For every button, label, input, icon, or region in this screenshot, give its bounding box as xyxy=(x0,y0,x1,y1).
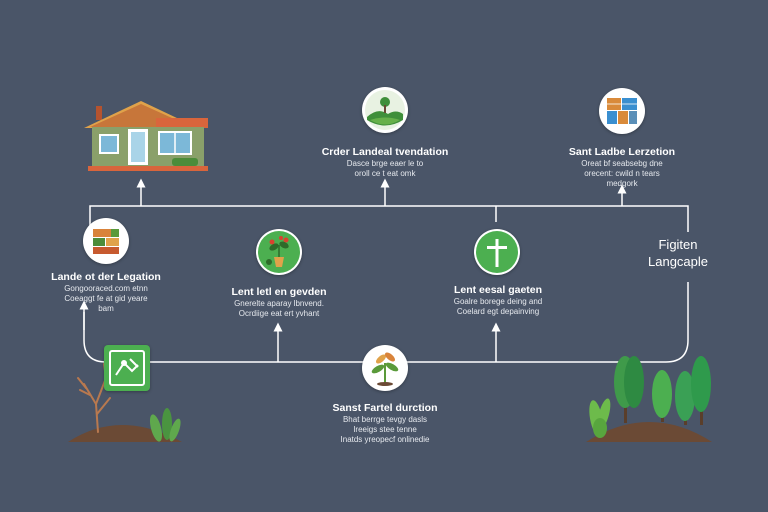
top-right-desc-1: Oreat bf seabsebg dne xyxy=(581,159,663,168)
top-center-desc-1: Dasce brge eaer le to xyxy=(346,159,424,168)
mid-left-desc-2: Coeaggt fe at gid yeare xyxy=(64,294,148,303)
top-right-desc-3: medgork xyxy=(606,179,638,188)
mid-center-right-label: Lent eesal gaeten Goalre borege deing an… xyxy=(418,284,578,317)
mid-left-label: Lande ot der Legation Gongooraced.com et… xyxy=(26,271,186,314)
bottom-center-title: Sanst Fartel durction xyxy=(332,402,438,414)
potted-plant-icon[interactable] xyxy=(256,229,302,275)
mid-center-left-title: Lent letl en gevden xyxy=(231,286,327,298)
top-right-label: Sant Ladbe Lerzetion Oreat bf seabsebg d… xyxy=(542,146,702,189)
house-illustration xyxy=(84,101,208,171)
building-blocks-icon[interactable] xyxy=(599,88,645,134)
map-location-icon[interactable] xyxy=(104,345,150,391)
top-right-desc-2: orecent: cwild n tears xyxy=(584,169,660,178)
right-forest-illustration xyxy=(586,356,712,442)
mid-center-left-desc-2: Ocrdiige eat ert yvhant xyxy=(238,309,320,318)
bottom-center-label: Sanst Fartel durction Bhat berrge tevgy … xyxy=(305,402,465,445)
mid-center-right-title: Lent eesal gaeten xyxy=(453,284,543,296)
mid-left-desc-3: bam xyxy=(98,304,114,313)
sprouting-plant-icon[interactable] xyxy=(362,345,408,391)
side-title: Figiten Langcaple xyxy=(630,236,726,270)
side-title-line-1: Figiten xyxy=(658,237,698,252)
side-title-line-2: Langcaple xyxy=(648,254,708,269)
stacked-boxes-icon[interactable] xyxy=(83,218,129,264)
upper-bus-line xyxy=(89,205,689,232)
top-right-title: Sant Ladbe Lerzetion xyxy=(568,146,676,158)
bottom-center-desc-2: Ireeigs stee tenne xyxy=(353,425,417,434)
mid-left-title: Lande ot der Legation xyxy=(51,271,161,283)
top-center-label: Crder Landeal tvendation Dasce brge eaer… xyxy=(305,146,465,179)
top-center-desc-2: oroll ce t eat omk xyxy=(354,169,416,178)
cross-sign-icon[interactable] xyxy=(474,229,520,275)
bottom-center-desc-1: Bhat berrge tevgy dasls xyxy=(342,415,428,424)
mid-center-left-label: Lent letl en gevden Gnerelte aparay lbnv… xyxy=(199,286,359,319)
mid-center-left-desc-1: Gnerelte aparay lbnvend. xyxy=(234,299,324,308)
top-center-title: Crder Landeal tvendation xyxy=(321,146,449,158)
mid-center-right-desc-2: Coelard egt depainving xyxy=(456,307,540,316)
landscape-hills-icon[interactable] xyxy=(362,87,408,133)
mid-center-right-desc-1: Goalre borege deing and xyxy=(453,297,543,306)
mid-left-desc-1: Gongooraced.com etnn xyxy=(64,284,148,293)
bottom-center-desc-3: Inatds yreopecf onlinedie xyxy=(340,435,430,444)
